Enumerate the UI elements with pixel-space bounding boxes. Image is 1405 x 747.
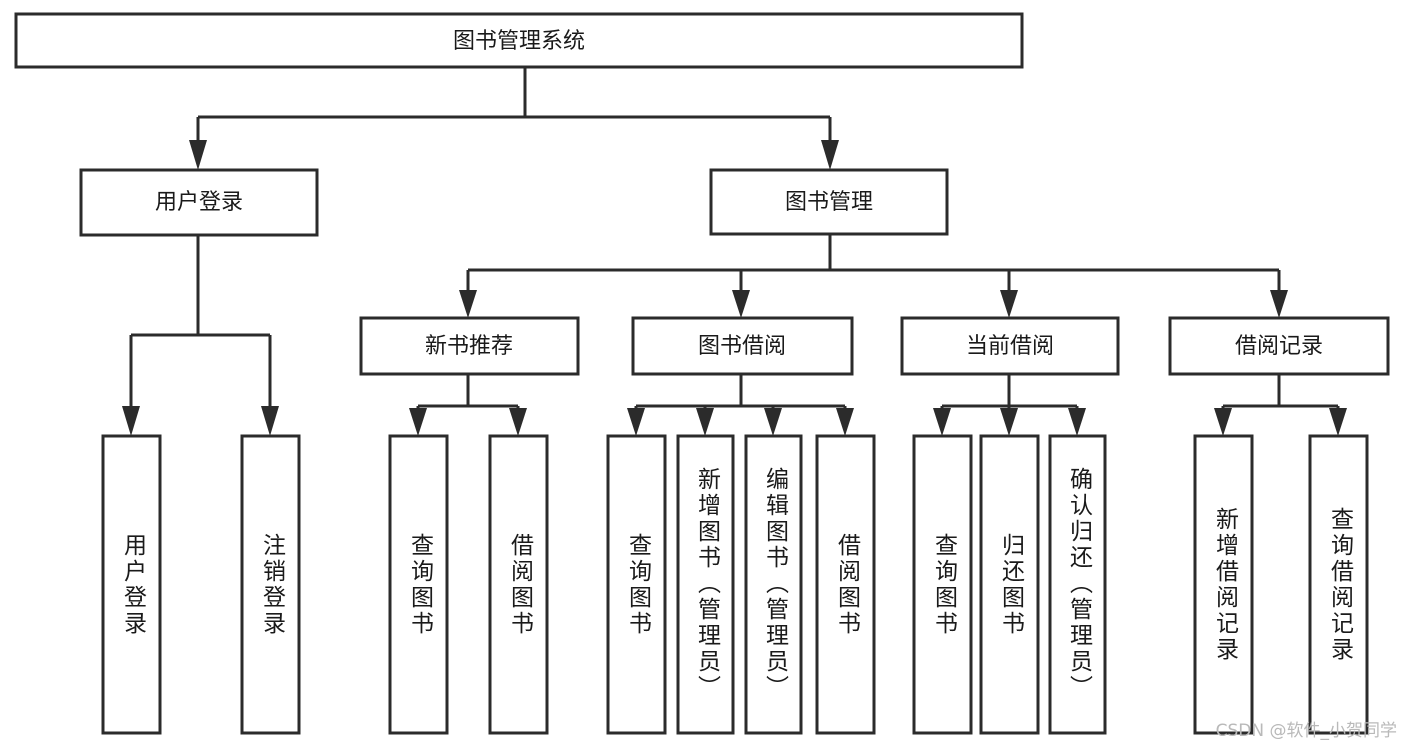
node-leaf-user-logout-label: 注销登录 (259, 533, 287, 637)
node-leaf-edit-book-label: 编辑图书（管理员） (762, 467, 790, 701)
node-new-book-recommend[interactable]: 新书推荐 (359, 316, 580, 376)
node-leaf-add-book[interactable]: 新增图书（管理员） (676, 434, 735, 735)
node-leaf-query-record-label: 查询借阅记录 (1327, 507, 1355, 663)
arrow-leaf-edit-book-icon (764, 408, 782, 436)
node-book-management-label: 图书管理 (785, 190, 873, 215)
node-borrow-record-box[interactable] (1168, 316, 1390, 376)
arrow-to-user-login-icon (189, 140, 207, 170)
node-leaf-query-record-box[interactable] (1308, 434, 1369, 735)
node-borrow-record-label: 借阅记录 (1235, 334, 1323, 359)
node-root-box[interactable] (14, 12, 1024, 69)
node-leaf-user-logout[interactable]: 注销登录 (240, 434, 301, 735)
arrow-leaf-confirm-return-icon (1068, 408, 1086, 436)
node-leaf-query-book-1[interactable]: 查询图书 (388, 434, 449, 735)
node-leaf-confirm-return[interactable]: 确认归还（管理员） (1048, 434, 1107, 735)
node-leaf-query-book-3[interactable]: 查询图书 (912, 434, 973, 735)
node-new-book-recommend-label: 新书推荐 (425, 334, 513, 359)
node-leaf-query-book-2-label: 查询图书 (625, 533, 653, 637)
node-leaf-borrow-book-1-label: 借阅图书 (507, 533, 535, 637)
node-book-borrow[interactable]: 图书借阅 (631, 316, 854, 376)
arrow-leaf-borrow-book-1-icon (509, 408, 527, 436)
node-leaf-add-record-label: 新增借阅记录 (1212, 507, 1240, 663)
node-leaf-user-login-box[interactable] (101, 434, 162, 735)
arrow-leaf-user-login-icon (122, 406, 140, 436)
node-borrow-record[interactable]: 借阅记录 (1168, 316, 1390, 376)
node-leaf-borrow-book-1[interactable]: 借阅图书 (488, 434, 549, 735)
arrow-borrow-record-icon (1270, 290, 1288, 318)
arrow-leaf-borrow-book-2-icon (836, 408, 854, 436)
node-leaf-add-record[interactable]: 新增借阅记录 (1193, 434, 1254, 735)
node-user-login-box[interactable] (79, 168, 319, 237)
node-leaf-borrow-book-1-box[interactable] (488, 434, 549, 735)
node-current-borrow[interactable]: 当前借阅 (900, 316, 1120, 376)
arrow-to-book-management-icon (821, 140, 839, 170)
arrow-leaf-query-book-3-icon (933, 408, 951, 436)
node-root[interactable]: 图书管理系统 (14, 12, 1024, 69)
connector-layer (122, 67, 1347, 436)
arrow-leaf-add-book-icon (696, 408, 714, 436)
node-leaf-edit-book[interactable]: 编辑图书（管理员） (744, 434, 803, 735)
arrow-leaf-add-record-icon (1214, 408, 1232, 436)
arrow-leaf-query-record-icon (1329, 408, 1347, 436)
node-user-login-label: 用户登录 (155, 190, 243, 215)
node-leaf-query-book-3-label: 查询图书 (931, 533, 959, 637)
arrow-leaf-return-book-icon (1000, 408, 1018, 436)
node-leaf-add-book-box[interactable] (676, 434, 735, 735)
node-leaf-user-login-label: 用户登录 (120, 533, 148, 637)
node-current-borrow-label: 当前借阅 (966, 334, 1054, 359)
node-leaf-return-book-label: 归还图书 (998, 533, 1026, 637)
node-leaf-add-book-label: 新增图书（管理员） (694, 467, 722, 701)
node-leaf-confirm-return-label: 确认归还（管理员） (1066, 467, 1094, 701)
node-current-borrow-box[interactable] (900, 316, 1120, 376)
node-leaf-query-book-2-box[interactable] (606, 434, 667, 735)
node-leaf-query-book-1-label: 查询图书 (407, 533, 435, 637)
arrow-book-borrow-icon (732, 290, 750, 318)
node-user-login[interactable]: 用户登录 (79, 168, 319, 237)
node-leaf-query-book-2[interactable]: 查询图书 (606, 434, 667, 735)
arrow-new-book-recommend-icon (459, 290, 477, 318)
node-leaf-borrow-book-2-label: 借阅图书 (834, 533, 862, 637)
node-leaf-return-book-box[interactable] (979, 434, 1040, 735)
arrow-leaf-query-book-1-icon (409, 408, 427, 436)
node-leaf-borrow-book-2-box[interactable] (815, 434, 876, 735)
node-book-borrow-label: 图书借阅 (698, 334, 786, 359)
node-leaf-borrow-book-2[interactable]: 借阅图书 (815, 434, 876, 735)
node-leaf-confirm-return-box[interactable] (1048, 434, 1107, 735)
node-leaf-user-logout-box[interactable] (240, 434, 301, 735)
csdn-watermark: CSDN @软件_小贺同学 (1215, 721, 1397, 741)
node-leaf-add-record-box[interactable] (1193, 434, 1254, 735)
arrow-leaf-query-book-2-icon (627, 408, 645, 436)
node-leaf-edit-book-box[interactable] (744, 434, 803, 735)
arrow-leaf-user-logout-icon (261, 406, 279, 436)
node-leaf-query-record[interactable]: 查询借阅记录 (1308, 434, 1369, 735)
node-book-management-box[interactable] (709, 168, 949, 236)
node-leaf-return-book[interactable]: 归还图书 (979, 434, 1040, 735)
node-leaf-query-book-3-box[interactable] (912, 434, 973, 735)
node-book-borrow-box[interactable] (631, 316, 854, 376)
node-leaf-query-book-1-box[interactable] (388, 434, 449, 735)
node-root-label: 图书管理系统 (453, 29, 585, 54)
node-leaf-user-login[interactable]: 用户登录 (101, 434, 162, 735)
arrow-current-borrow-icon (1000, 290, 1018, 318)
node-book-management[interactable]: 图书管理 (709, 168, 949, 236)
node-new-book-recommend-box[interactable] (359, 316, 580, 376)
